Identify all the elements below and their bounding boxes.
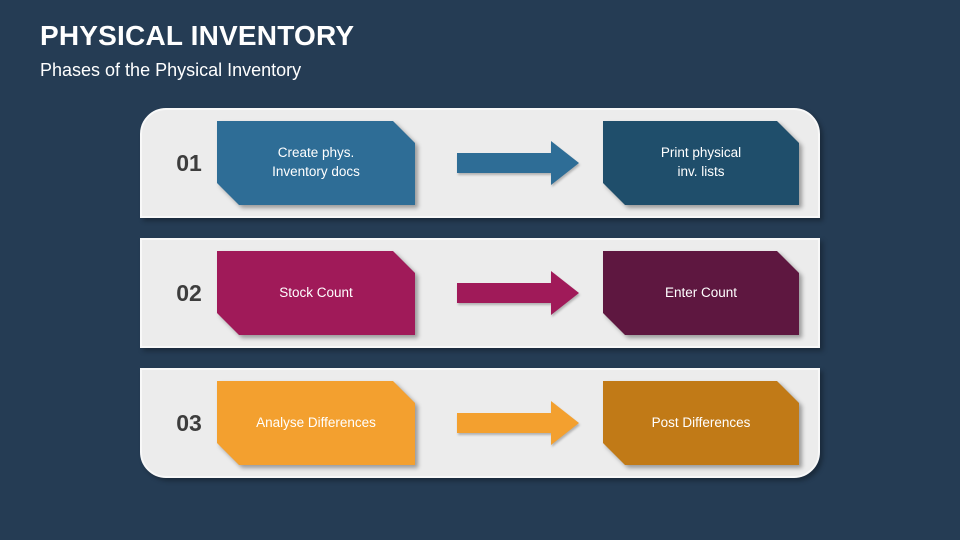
slide-subtitle: Phases of the Physical Inventory	[40, 60, 302, 80]
phase-row-2: 02 Stock Count Enter Count	[140, 238, 820, 348]
phase-step-box: Stock Count	[217, 251, 415, 335]
phase-result-box: Post Differences	[603, 381, 799, 465]
right-arrow-icon	[457, 401, 579, 445]
phase-result-box: Enter Count	[603, 251, 799, 335]
phase-row-1: 01 Create phys. Inventory docs Print phy…	[140, 108, 820, 218]
phase-result-box: Print physical inv. lists	[603, 121, 799, 205]
phase-step-box: Create phys. Inventory docs	[217, 121, 415, 205]
phase-number: 02	[176, 279, 202, 306]
right-arrow-icon	[457, 271, 579, 315]
phase-step-box: Analyse Differences	[217, 381, 415, 465]
phase-number: 03	[176, 409, 202, 436]
phase-number: 01	[176, 149, 202, 176]
slide-title: PHYSICAL INVENTORY	[40, 20, 355, 51]
phase-row-3: 03 Analyse Differences Post Differences	[140, 368, 820, 478]
right-arrow-icon	[457, 141, 579, 185]
